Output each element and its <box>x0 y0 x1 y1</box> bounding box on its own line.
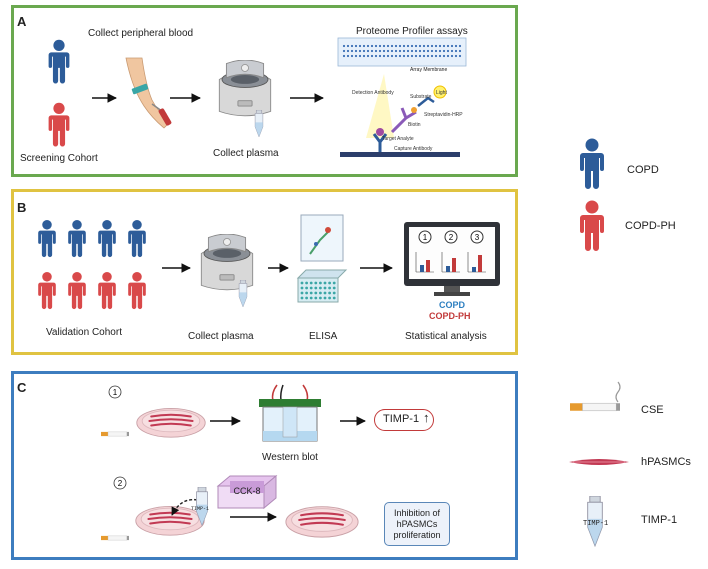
capture-antibody-label: Capture Antibody <box>394 146 433 152</box>
step-2-number: 2 <box>118 479 123 488</box>
substrate-label: Substrate <box>410 94 432 100</box>
cck-8-label: CCK-8 <box>233 486 261 496</box>
step-1-number: 1 <box>113 388 118 397</box>
legend-copd-ph-label: COPD-PH <box>625 220 676 232</box>
detection-antibody-label: Detection Antibody <box>352 90 394 96</box>
legend-copd-label: COPD <box>627 164 659 176</box>
monitor-icon: 1 2 3 <box>404 222 500 296</box>
panel-b-letter: B <box>17 200 27 215</box>
elisa-label: ELISA <box>309 331 338 342</box>
inhibition-line-2: hPASMCs <box>396 519 438 529</box>
elisa-well-icon <box>300 214 344 262</box>
array-membrane-label: Array Membrane <box>410 67 448 73</box>
timp-1-tube-label: TIMP-1 <box>191 506 210 512</box>
chart-number-1: 1 <box>423 233 428 242</box>
cck-8-label-box: CCK-8 <box>230 481 264 496</box>
step-1-circle-icon: 1 <box>108 385 122 399</box>
chart-number-3: 3 <box>475 233 480 242</box>
copd-label-b: COPD <box>439 300 466 310</box>
panel-a-letter: A <box>17 14 27 29</box>
inhibition-line-1: Inhibition of <box>393 508 441 518</box>
light-label: Light <box>436 90 447 96</box>
biotin-label: Biotin <box>408 122 421 128</box>
inhibition-line-3: proliferation <box>393 530 441 540</box>
collect-plasma-label-b: Collect plasma <box>188 331 254 342</box>
elisa-plate-icon <box>296 269 348 303</box>
legend-cigarette-icon <box>569 402 621 412</box>
step-2-circle-icon: 2 <box>113 476 127 490</box>
western-blot-apparatus-icon <box>259 384 321 442</box>
target-analyte-label: Target Analyte <box>382 136 414 142</box>
validation-cohort-label: Validation Cohort <box>46 327 122 338</box>
timp-1-result-badge: TIMP-1 ↑ <box>374 409 434 431</box>
collect-blood-label: Collect peripheral blood <box>88 28 194 39</box>
array-membrane-icon <box>337 37 467 67</box>
mini-bar-charts <box>415 252 486 273</box>
cigarette-icon <box>101 535 129 541</box>
legend-copd-person-icon <box>577 136 607 190</box>
smoke-icon <box>615 381 621 403</box>
legend-hpasmcs-icon <box>569 459 629 465</box>
proteome-label: Proteome Profiler assays <box>356 26 468 37</box>
copd-ph-label-b: COPD-PH <box>429 311 471 321</box>
arm-blood-draw-icon <box>125 57 172 129</box>
panel-c-letter: C <box>17 380 27 395</box>
legend-cse-label: CSE <box>641 404 664 416</box>
screening-cohort-label: Screening Cohort <box>20 153 98 164</box>
inhibition-box: Inhibition of hPASMCs proliferation <box>384 502 450 546</box>
sandwich-elisa-diagram: Detection Antibody Substrate Light Strep… <box>340 74 463 157</box>
cell-dish-icon <box>284 500 360 540</box>
legend-hpasmcs-label: hPASMCs <box>641 456 691 468</box>
curved-arrow-icon <box>171 498 203 516</box>
legend-timp-1-tube-label: TIMP-1 <box>583 520 609 528</box>
legend-copd-ph-person-icon <box>577 198 607 252</box>
collect-plasma-label-a: Collect plasma <box>213 148 279 159</box>
up-arrow-icon: ↑ <box>423 410 430 425</box>
legend-timp-1-label: TIMP-1 <box>641 514 678 526</box>
statistical-analysis-label: Statistical analysis <box>405 331 487 342</box>
western-blot-label: Western blot <box>262 452 318 463</box>
timp-1-result-label: TIMP-1 <box>383 413 420 425</box>
chart-number-2: 2 <box>449 233 454 242</box>
streptavidin-label: Streptavidin-HRP <box>424 112 463 118</box>
